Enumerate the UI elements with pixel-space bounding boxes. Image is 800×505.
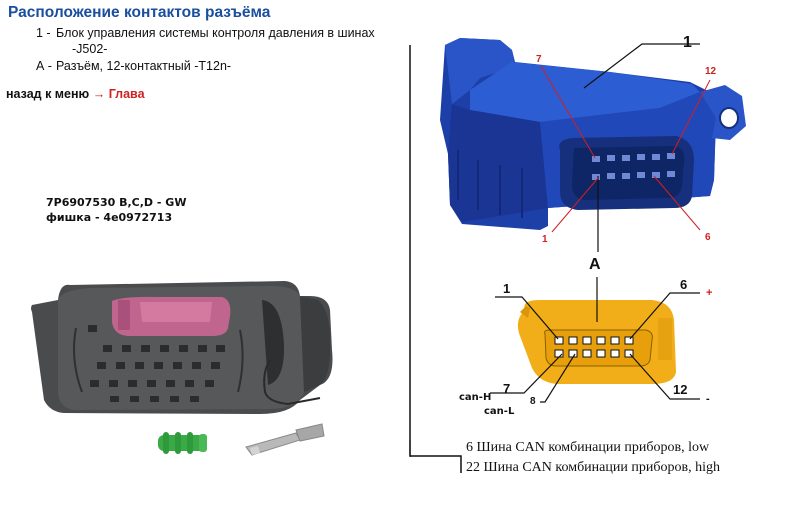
label-module-pin12: 12 [705,66,717,77]
arrow-right-icon: → [92,87,106,101]
label-module-1: 1 [683,34,692,51]
pin-note-6: 6 Шина CAN комбинации приборов, low [466,440,710,455]
housing-groove [73,327,83,393]
bracket-line [409,45,462,473]
chapter-link[interactable]: Глава [108,87,145,101]
page-title: Расположение контактов разъёма [8,4,271,21]
control-module [440,38,746,230]
pin-cavities [88,325,225,402]
label-conn-pin1: 1 [503,281,511,296]
legend-text-1: Блок управления системы контроля давлени… [56,26,375,40]
pink-latch-top [140,302,212,322]
label-module-pin6: 6 [705,232,711,243]
label-conn-pin6: 6 [680,277,688,292]
label-minus: - [706,393,710,405]
legend-text-a: Разъём, 12-контактный -T12n- [56,59,232,73]
housing-groove-right [237,329,244,393]
label-conn-pin8: 8 [530,396,536,407]
label-can-l: can-L [484,406,515,417]
wire [263,359,321,406]
housing-side [300,296,331,392]
label-module-pin7: 7 [536,54,542,65]
module-pin-leaders [540,65,711,233]
label-can-h: can-H [459,392,492,403]
pin-note-22: 22 Шина CAN комбинации приборов, high [466,460,720,475]
legend-key-a: А - [36,59,52,73]
label-conn-pin7: 7 [503,381,511,396]
label-plus: + [706,287,713,299]
back-to-menu-link[interactable]: назад к меню [6,87,90,101]
plug-number: фишка - 4e0972713 [46,211,173,224]
legend-key-1: 1 - [36,26,51,40]
legend-text-1-cont: -J502- [72,42,108,56]
terminal-pin [245,423,325,456]
label-conn-pin12: 12 [673,382,688,397]
label-module-pin1: 1 [542,234,548,245]
pink-latch-tab [118,300,130,330]
back-nav: назад к меню → Глава [6,87,145,101]
connector-leader-lines [409,277,700,457]
module-leader-lines [583,43,700,252]
green-seal [158,432,207,454]
label-connector-a: A [589,256,601,273]
part-number: 7P6907530 B,C,D - GW [46,196,187,209]
